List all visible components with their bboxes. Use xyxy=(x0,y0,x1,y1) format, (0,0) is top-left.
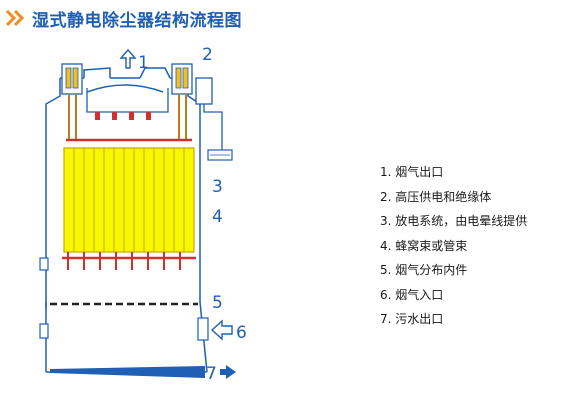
legend-item: 1. 烟气出口 xyxy=(380,165,444,179)
legend-item: 4. 蜂窝束或管束 xyxy=(380,238,468,253)
legend-item: 6. 烟气入口 xyxy=(380,287,444,302)
callout-1: 1 xyxy=(138,53,149,73)
callout-7: 7 xyxy=(206,364,217,384)
double-chevron-right-icon xyxy=(6,10,25,26)
support-rods xyxy=(68,94,187,140)
high-voltage-supply xyxy=(195,77,233,161)
side-nozzles xyxy=(39,257,209,341)
right-arrow-icon xyxy=(220,365,236,379)
legend-item: 5. 烟气分布内件 xyxy=(380,263,468,277)
insulator-housing-right xyxy=(171,63,193,95)
upper-electrode-frame xyxy=(66,112,192,142)
callout-2: 2 xyxy=(202,45,213,65)
callout-5: 5 xyxy=(212,293,223,313)
lower-electrode-frame xyxy=(62,252,196,270)
legend-item: 7. 污水出口 xyxy=(380,312,444,326)
callout-4: 4 xyxy=(212,207,223,227)
title-bar: 湿式静电除尘器结构流程图 xyxy=(6,6,242,31)
outlet-hood xyxy=(86,84,169,113)
drain-bottom xyxy=(46,366,207,378)
callout-3: 3 xyxy=(212,177,223,197)
honeycomb-tube-bundle xyxy=(63,147,195,253)
legend-item: 3. 放电系统，由电晕线提供 xyxy=(380,214,528,228)
up-arrow-icon xyxy=(119,48,137,69)
insulator-housing-left xyxy=(61,63,83,95)
left-arrow-icon xyxy=(210,319,233,341)
page-title: 湿式静电除尘器结构流程图 xyxy=(32,10,242,31)
component-legend: 1. 烟气出口 2. 高压供电和绝缘体 3. 放电系统，由电晕线提供 4. 蜂窝… xyxy=(380,160,527,332)
legend-item: 2. 高压供电和绝缘体 xyxy=(380,189,492,204)
callout-6: 6 xyxy=(236,323,247,343)
